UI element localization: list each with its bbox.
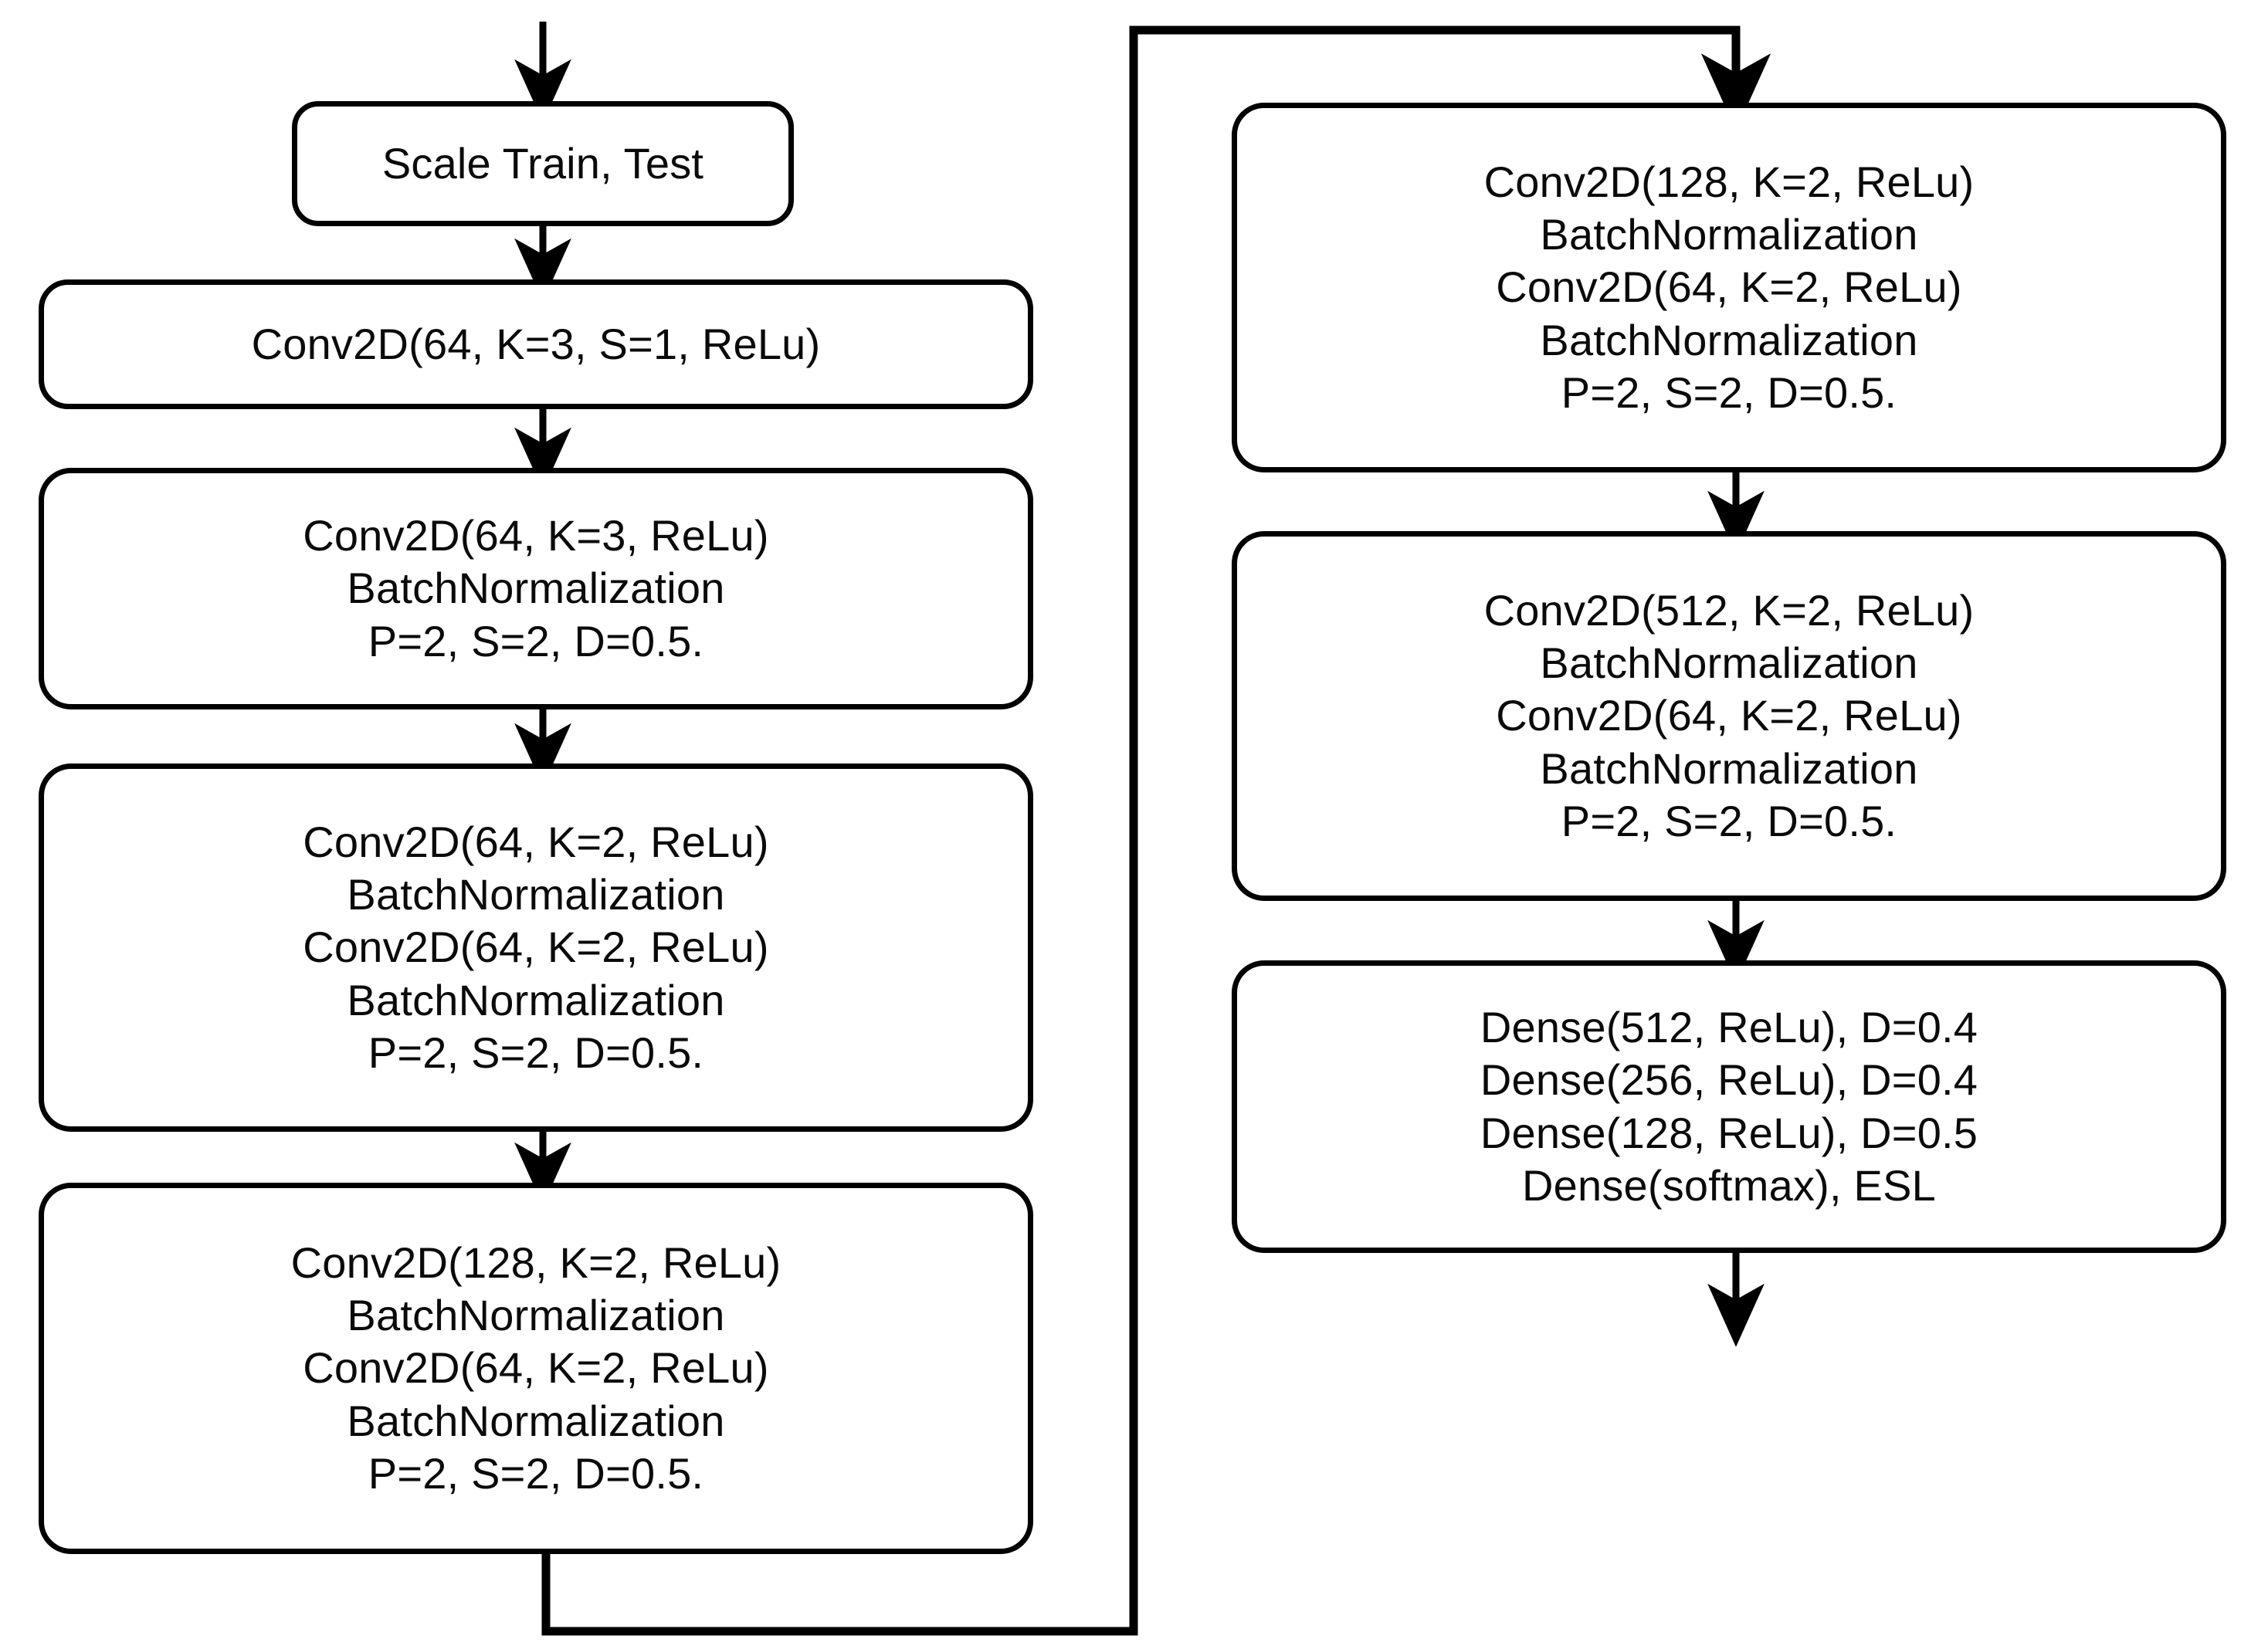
node-line: Conv2D(64, K=2, ReLu) xyxy=(1496,691,1962,740)
node-line: BatchNormalization xyxy=(347,1291,725,1340)
node-line: BatchNormalization xyxy=(1540,210,1918,259)
node-line: BatchNormalization xyxy=(347,975,725,1024)
node-line: P=2, S=2, D=0.5. xyxy=(1561,796,1897,845)
conv-block-2-node[interactable]: Conv2D(64, K=2, ReLu) BatchNormalization… xyxy=(39,764,1033,1132)
node-line: Conv2D(512, K=2, ReLu) xyxy=(1483,585,1975,635)
node-line: P=2, S=2, D=0.5. xyxy=(1561,367,1897,417)
node-line: Conv2D(64, K=2, ReLu) xyxy=(303,923,769,972)
node-line: Conv2D(64, K=2, ReLu) xyxy=(1496,262,1962,312)
node-line: Dense(128, ReLu), D=0.5 xyxy=(1480,1108,1978,1157)
node-line: Dense(softmax), ESL xyxy=(1522,1160,1936,1210)
conv-block-4-node[interactable]: Conv2D(128, K=2, ReLu) BatchNormalizatio… xyxy=(1232,103,2226,472)
node-line: P=2, S=2, D=0.5. xyxy=(368,1448,704,1498)
node-line: Scale Train, Test xyxy=(381,138,704,188)
node-line: Conv2D(128, K=2, ReLu) xyxy=(1483,157,1975,206)
node-line: BatchNormalization xyxy=(1540,315,1918,364)
node-line: BatchNormalization xyxy=(347,564,725,613)
node-line: Conv2D(64, K=2, ReLu) xyxy=(303,817,769,866)
conv-block-1-node[interactable]: Conv2D(64, K=3, ReLu) BatchNormalization… xyxy=(39,468,1033,709)
node-line: Conv2D(64, K=3, ReLu) xyxy=(303,511,769,560)
node-line: Conv2D(128, K=2, ReLu) xyxy=(290,1238,781,1287)
node-line: BatchNormalization xyxy=(1540,638,1918,688)
node-line: P=2, S=2, D=0.5. xyxy=(368,1028,704,1077)
conv-block-5-node[interactable]: Conv2D(512, K=2, ReLu) BatchNormalizatio… xyxy=(1232,531,2226,901)
node-line: P=2, S=2, D=0.5. xyxy=(368,616,704,665)
node-line: BatchNormalization xyxy=(347,870,725,919)
node-line: Dense(256, ReLu), D=0.4 xyxy=(1480,1055,1978,1105)
conv2d-64-k3-s1-node[interactable]: Conv2D(64, K=3, S=1, ReLu) xyxy=(39,279,1033,409)
conv-block-3-node[interactable]: Conv2D(128, K=2, ReLu) BatchNormalizatio… xyxy=(39,1183,1033,1554)
node-line: Conv2D(64, K=2, ReLu) xyxy=(303,1343,769,1393)
node-line: Conv2D(64, K=3, S=1, ReLu) xyxy=(251,319,821,368)
node-line: BatchNormalization xyxy=(347,1396,725,1445)
node-line: Dense(512, ReLu), D=0.4 xyxy=(1480,1002,1978,1051)
node-line: BatchNormalization xyxy=(1540,743,1918,793)
dense-head-node[interactable]: Dense(512, ReLu), D=0.4 Dense(256, ReLu)… xyxy=(1232,960,2226,1253)
scale-train-test-node[interactable]: Scale Train, Test xyxy=(292,101,794,226)
